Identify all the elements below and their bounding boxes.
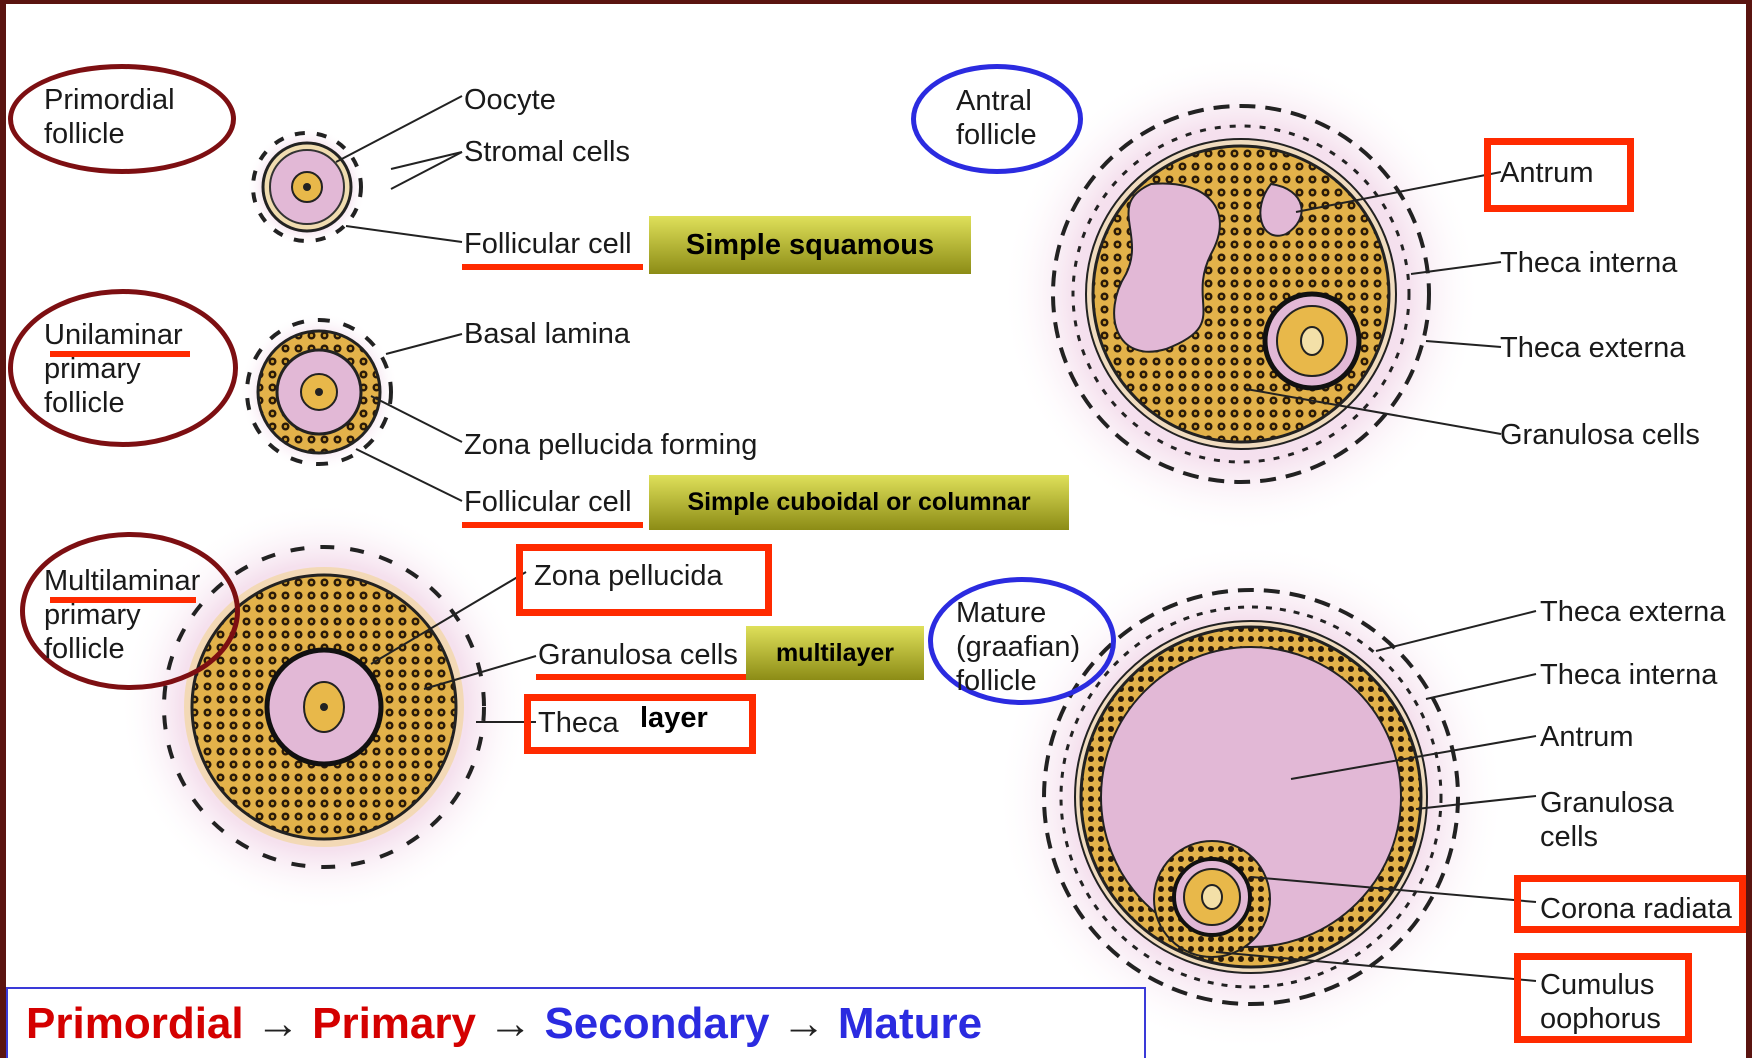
zona-forming-label: Zona pellucida forming: [464, 428, 757, 462]
banner-mature: Mature: [838, 999, 982, 1048]
banner-secondary: Secondary: [544, 999, 769, 1048]
banner-arrow-1: →: [256, 999, 300, 1048]
theca-externa-label-2: Theca externa: [1540, 595, 1725, 629]
primordial-follicle-label: Primordial follicle: [44, 83, 214, 151]
unilaminar-underline: [50, 351, 190, 357]
theca-externa-label-1: Theca externa: [1500, 331, 1685, 365]
theca-interna-label-2: Theca interna: [1540, 658, 1717, 692]
granulosa-cells-label-3: Granulosa cells: [1540, 786, 1690, 854]
follicular-cell-underline-2: [462, 522, 643, 528]
layer-annotation: layer: [640, 702, 708, 735]
stage-sequence-banner: Primordial → Primary → Secondary → Matur…: [6, 987, 1146, 1058]
multilaminar-underline: [50, 597, 196, 603]
granulosa-cells-label-2: Granulosa cells: [1500, 418, 1700, 452]
unilaminar-follicle-drawing: [239, 312, 399, 472]
simple-squamous-tag: Simple squamous: [649, 216, 971, 274]
banner-arrow-2: →: [488, 999, 532, 1048]
banner-primary: Primary: [312, 999, 476, 1048]
antrum-box: [1484, 138, 1634, 212]
cumulus-oophorus-box: [1514, 953, 1692, 1043]
unilaminar-follicle-label: Unilaminar primary follicle: [44, 318, 204, 420]
follicular-cell-underline-1: [462, 264, 643, 270]
oocyte-label: Oocyte: [464, 83, 556, 117]
theca-interna-label-1: Theca interna: [1500, 246, 1677, 280]
antrum-label-2: Antrum: [1540, 720, 1633, 754]
primordial-follicle-drawing: [247, 127, 367, 247]
mature-follicle-label: Mature (graafian) follicle: [956, 596, 1096, 698]
granulosa-underline: [536, 674, 749, 680]
multilayer-tag: multilayer: [746, 626, 924, 680]
slide: Primordial follicle Unilaminar primary f…: [6, 4, 1746, 1058]
stromal-cells-label: Stromal cells: [464, 135, 630, 169]
banner-arrow-3: →: [782, 999, 826, 1048]
follicular-cell-label-2: Follicular cell: [464, 485, 632, 519]
banner-primordial: Primordial: [26, 999, 244, 1048]
simple-cuboidal-tag: Simple cuboidal or columnar: [649, 475, 1069, 530]
multilaminar-follicle-label: Multilaminar primary follicle: [44, 564, 224, 666]
zona-pellucida-box: [516, 544, 772, 616]
corona-radiata-box: [1514, 875, 1746, 933]
basal-lamina-label: Basal lamina: [464, 317, 630, 351]
follicular-cell-label-1: Follicular cell: [464, 227, 632, 261]
antral-follicle-label: Antral follicle: [956, 84, 1066, 152]
granulosa-cells-label-1: Granulosa cells: [538, 638, 738, 672]
